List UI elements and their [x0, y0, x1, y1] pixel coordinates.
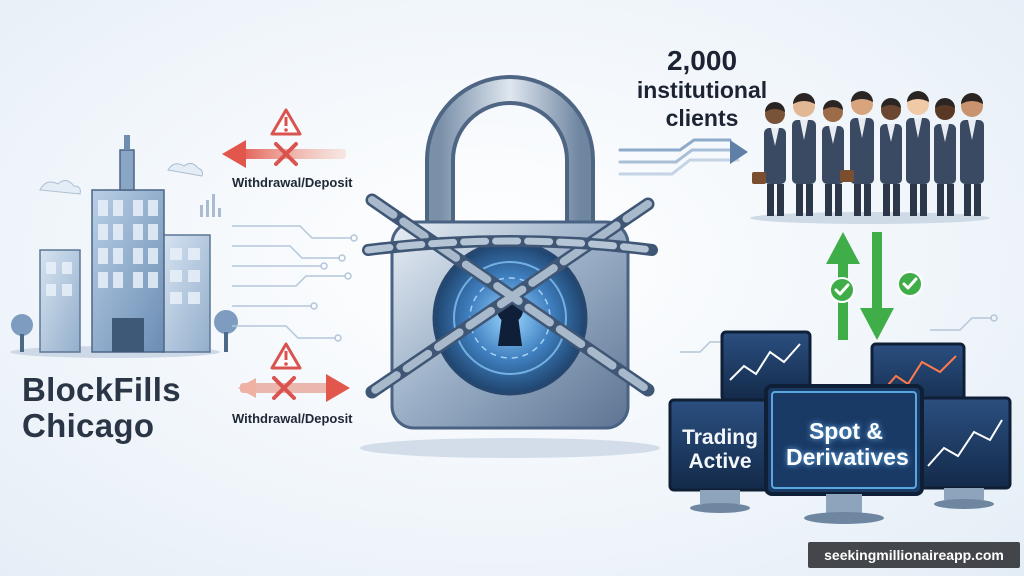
- padlock-icon: [360, 75, 660, 458]
- screen-center-line1: Spot &: [808, 418, 884, 444]
- clients-label: 2,000 institutional clients: [632, 46, 772, 132]
- company-name-line1: BlockFills: [22, 371, 181, 408]
- company-name: BlockFills Chicago: [22, 372, 181, 444]
- clients-count: 2,000: [666, 45, 738, 76]
- watermark-banner: seekingmillionaireapp.com: [808, 542, 1020, 568]
- screen-text-spot-derivatives: Spot & Derivatives: [786, 418, 909, 470]
- clients-desc-line2: clients: [665, 105, 739, 131]
- flow-label-top: Withdrawal/Deposit: [232, 175, 353, 190]
- check-icon-right: [897, 271, 923, 297]
- check-icon-left: [829, 277, 855, 303]
- flow-label-bottom: Withdrawal/Deposit: [232, 411, 353, 426]
- flow-arrows-clients: [618, 138, 748, 176]
- monitor-right: [916, 396, 1012, 509]
- screen-center-line2: Derivatives: [786, 444, 909, 470]
- monitor-left: [668, 398, 772, 513]
- monitor-center: [764, 384, 924, 524]
- circuit-lines-left: [232, 225, 358, 342]
- clients-group-illustration: [750, 91, 990, 224]
- blocked-arrow-bottom: [238, 342, 350, 402]
- screen-text-trading-active: Trading Active: [672, 426, 768, 474]
- screen-left-line2: Active: [688, 450, 752, 473]
- blocked-arrow-top: [222, 108, 346, 168]
- company-name-line2: Chicago: [22, 407, 155, 444]
- screen-left-line1: Trading: [682, 426, 758, 449]
- chains-icon: [362, 193, 658, 399]
- trading-monitors-illustration: [668, 314, 1012, 524]
- building-illustration: [10, 135, 238, 358]
- clients-desc-line1: institutional: [636, 77, 768, 103]
